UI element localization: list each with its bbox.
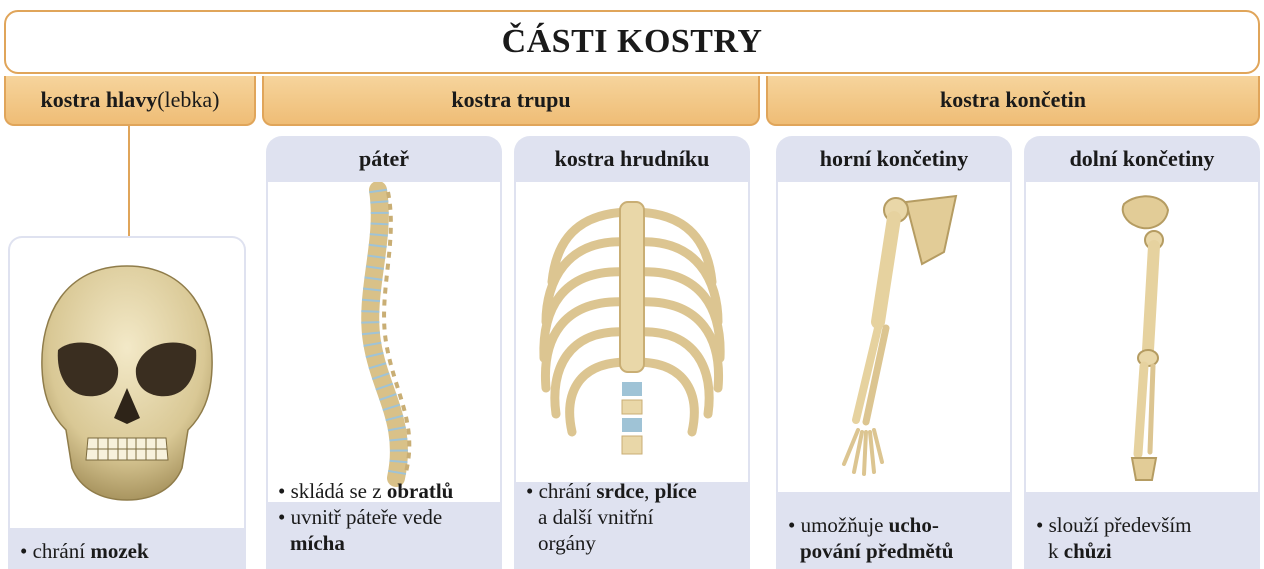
card-lower-limbs: dolní končetiny • slouží především k chů… bbox=[1024, 136, 1260, 569]
skull-description: • chrání mozek bbox=[20, 538, 240, 564]
spine-image-panel bbox=[268, 182, 500, 502]
card-lower-limbs-title: dolní končetiny bbox=[1024, 136, 1260, 182]
keyword-heart: srdce bbox=[596, 479, 644, 503]
card-upper-limbs: horní končetiny • umožňuje ucho- pování … bbox=[776, 136, 1012, 569]
keyword-walking: chůzi bbox=[1064, 539, 1112, 563]
card-skull: • chrání mozek bbox=[8, 236, 246, 569]
lower-limb-image-panel bbox=[1026, 182, 1258, 492]
category-trunk-skeleton: kostra trupu bbox=[262, 76, 760, 126]
chest-image-panel bbox=[516, 182, 748, 482]
keyword-objects: pování předmětů bbox=[800, 539, 953, 563]
chest-description: • chrání srdce, plíce a další vnitřní or… bbox=[526, 478, 744, 556]
keyword-brain: mozek bbox=[90, 539, 148, 563]
upper-limbs-description: • umožňuje ucho- pování předmětů bbox=[788, 512, 1006, 564]
keyword-spinal-cord: mícha bbox=[290, 531, 345, 555]
head-connector-line bbox=[128, 126, 130, 236]
card-chest: kostra hrudníku • ch bbox=[514, 136, 750, 569]
card-spine: páteř • skládá se z obratlů • uvnitř pát… bbox=[266, 136, 502, 569]
category-limb-skeleton: kostra končetin bbox=[766, 76, 1260, 126]
skull-image-panel bbox=[10, 238, 244, 528]
card-upper-limbs-title: horní končetiny bbox=[776, 136, 1012, 182]
card-chest-title: kostra hrudníku bbox=[514, 136, 750, 182]
keyword-grasping: ucho- bbox=[889, 513, 939, 537]
category-head-note: (lebka) bbox=[157, 87, 219, 113]
category-trunk-label: kostra trupu bbox=[451, 87, 570, 113]
category-head-skeleton: kostra hlavy (lebka) bbox=[4, 76, 256, 126]
spine-illustration bbox=[268, 182, 500, 502]
category-head-label: kostra hlavy bbox=[40, 87, 157, 113]
ribcage-illustration bbox=[516, 182, 748, 482]
category-limb-label: kostra končetin bbox=[940, 87, 1086, 113]
skull-illustration bbox=[10, 238, 244, 528]
spine-description: • skládá se z obratlů • uvnitř páteře ve… bbox=[278, 478, 496, 556]
arm-bones-illustration bbox=[778, 182, 1010, 492]
upper-limb-image-panel bbox=[778, 182, 1010, 492]
diagram-title: ČÁSTI KOSTRY bbox=[4, 10, 1260, 74]
lower-limbs-description: • slouží především k chůzi bbox=[1036, 512, 1254, 564]
keyword-vertebrae: obratlů bbox=[387, 479, 454, 503]
keyword-lungs: plíce bbox=[655, 479, 697, 503]
leg-bones-illustration bbox=[1026, 182, 1258, 492]
card-spine-title: páteř bbox=[266, 136, 502, 182]
